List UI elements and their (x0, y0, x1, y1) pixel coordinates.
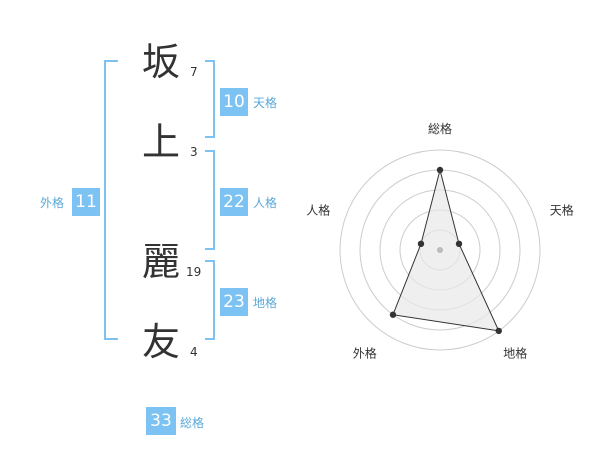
chikaku-label: 地格 (253, 296, 278, 310)
radar-point-3 (495, 327, 502, 335)
soukaku-label: 総格 (180, 416, 205, 430)
radar-axis-label: 外格 (353, 346, 377, 361)
jinkaku-value: 22 (220, 188, 248, 216)
stroke-count-4: 4 (190, 345, 198, 359)
name-char-4: 友 (142, 320, 181, 364)
radar-axis-label: 地格 (503, 346, 527, 361)
name-char-3: 麗 (142, 240, 181, 284)
gaikaku-value: 11 (72, 188, 100, 216)
radar-series-polygon (392, 169, 500, 332)
name-char-2: 上 (142, 120, 181, 164)
tenkaku-value: 10 (220, 88, 248, 116)
stroke-count-1: 7 (190, 65, 198, 79)
stroke-count-3: 19 (186, 265, 202, 279)
radar-point-5 (417, 240, 425, 248)
radar-axis-label: 天格 (550, 202, 574, 217)
gaikaku-label: 外格 (40, 196, 65, 210)
radar-point-2 (455, 240, 463, 248)
radar-axis-label: 総格 (428, 121, 452, 136)
radar-point-1 (436, 166, 444, 174)
radar-grid-ring (339, 149, 541, 351)
stroke-count-2: 3 (190, 145, 198, 159)
tenkaku-label: 天格 (253, 96, 278, 110)
jinkaku-label: 人格 (253, 196, 278, 210)
name-char-1: 坂 (142, 40, 181, 84)
radar-axis-label: 人格 (306, 202, 330, 217)
radar-point-4 (389, 311, 397, 318)
radar-center-dot (437, 247, 443, 253)
chikaku-value: 23 (220, 288, 248, 316)
soukaku-value: 33 (146, 407, 176, 435)
